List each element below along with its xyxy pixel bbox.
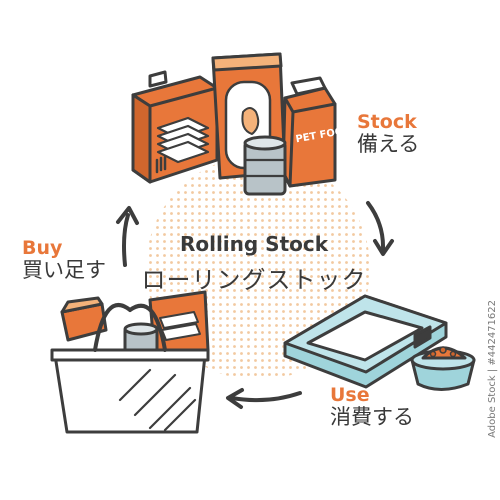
stock-illustration: PET FOOD	[131, 52, 352, 196]
stage-label-use: Use 消費する	[330, 385, 414, 429]
stage-label-use-ja: 消費する	[330, 404, 414, 429]
stage-label-stock-ja: 備える	[357, 131, 420, 156]
buy-illustration	[50, 290, 210, 434]
stage-label-use-en: Use	[330, 384, 370, 406]
stage-label-stock-en: Stock	[357, 111, 417, 133]
center-title: Rolling Stock ローリングストック	[0, 232, 500, 295]
watermark-stock-id: Adobe Stock | #442471622	[487, 300, 498, 438]
pet-food-box-icon: PET FOOD	[281, 76, 352, 188]
stage-label-buy-en: Buy	[22, 237, 63, 259]
stage-label-buy-ja: 買い足す	[22, 257, 106, 282]
pet-sheet-pack-icon	[131, 70, 219, 184]
center-title-ja: ローリングストック	[141, 266, 367, 294]
cycle-arrow-use-to-buy	[226, 388, 302, 409]
cycle-arrow-buy-to-stock	[116, 206, 139, 267]
canned-food-icon	[243, 135, 287, 196]
litter-tray-icon	[283, 294, 448, 389]
stage-label-buy: Buy 買い足す	[22, 238, 106, 282]
stage-label-stock: Stock 備える	[357, 112, 419, 156]
pet-food-bowl-icon	[410, 346, 476, 391]
use-illustration	[283, 294, 476, 391]
center-title-en: Rolling Stock	[179, 232, 329, 256]
cycle-arrow-stock-to-use	[366, 201, 394, 256]
shopping-basket-icon	[50, 303, 210, 434]
